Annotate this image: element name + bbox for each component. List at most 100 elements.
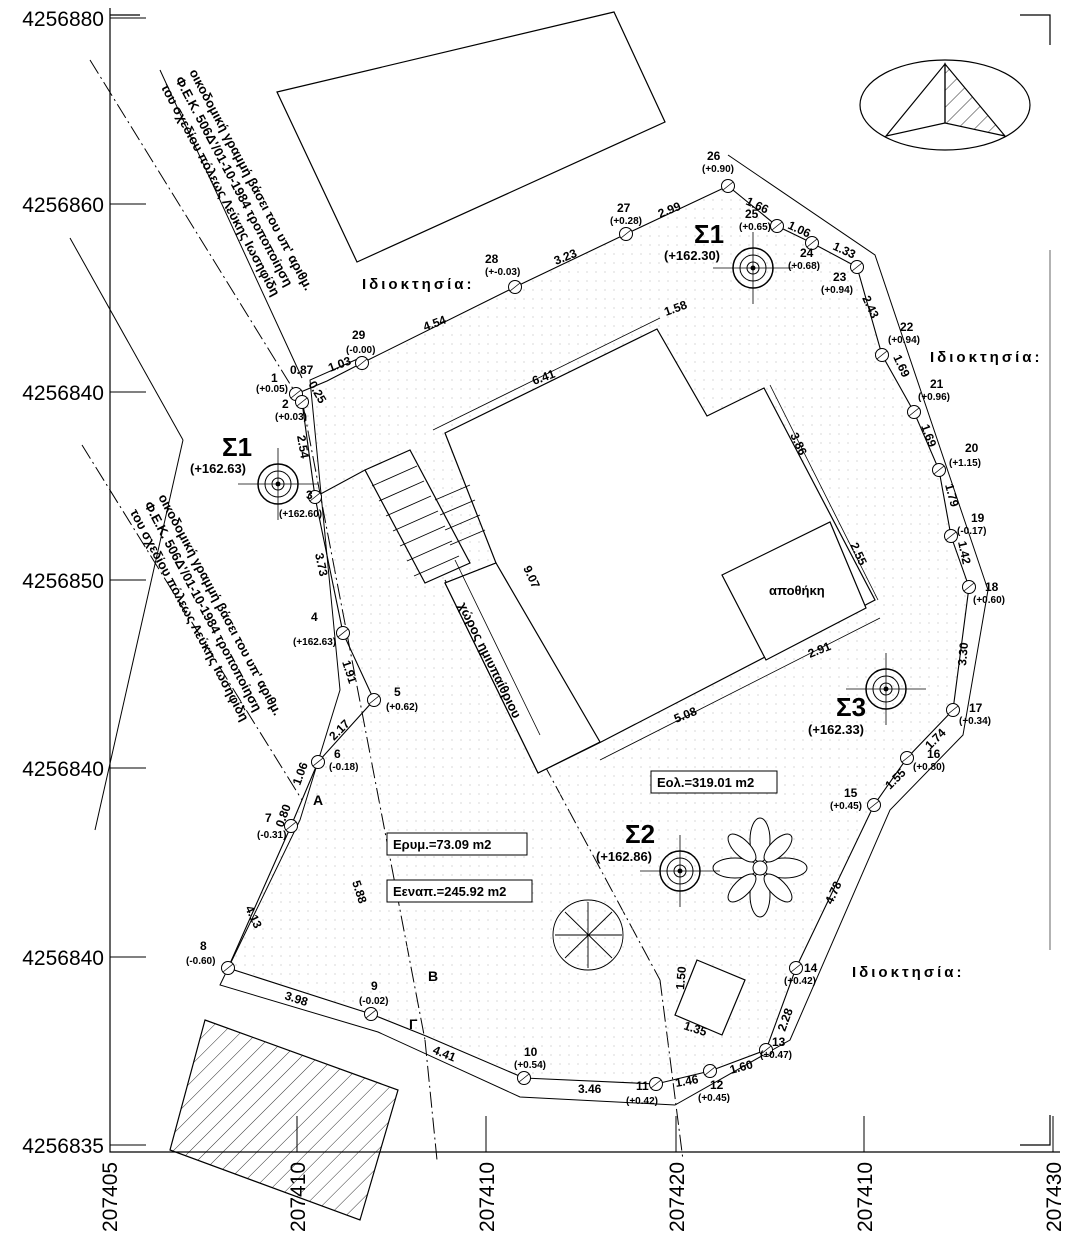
benchmark-name: Σ2: [625, 819, 655, 849]
x-axis-label: 207430: [1043, 1162, 1066, 1232]
dimension-label: 3.98: [283, 989, 310, 1010]
survey-point-elev: (+0.94): [888, 335, 920, 346]
survey-point-id: 11: [636, 1079, 649, 1093]
survey-point: 24(+0.68): [788, 236, 820, 272]
tree-icon: [552, 899, 624, 971]
semi-open-space: [444, 562, 601, 774]
survey-point-elev: (+0.42): [784, 976, 816, 987]
survey-point-id: 17: [969, 701, 983, 715]
dimension-label: 1.91: [339, 659, 360, 686]
survey-point-id: 1: [271, 371, 278, 385]
neighbour-building-bottom: [169, 1019, 399, 1221]
survey-point: 2(+0.03): [275, 395, 309, 423]
y-axis-label: 4256850: [22, 570, 104, 593]
survey-point: 22(+0.94): [875, 320, 920, 362]
y-axis-label: 4256860: [22, 194, 104, 217]
x-axis-label: 207405: [99, 1162, 122, 1232]
benchmark-name: Σ1: [222, 432, 252, 462]
benchmark-icon: [713, 232, 793, 304]
survey-point-id: 24: [800, 246, 814, 260]
dimension-label: 2.54: [294, 434, 312, 460]
survey-point-elev: (+0.96): [918, 392, 950, 403]
survey-point: 19(-0.17): [944, 511, 986, 543]
dimension-label: 1.42: [955, 540, 974, 566]
survey-point-elev: (+0.47): [760, 1050, 792, 1061]
survey-point: 21(+0.96): [907, 377, 950, 419]
storage-room: [721, 521, 867, 661]
area-setback-label: Ερυμ.=73.09 m2: [393, 837, 491, 852]
survey-point: 9 (-0.02): [359, 979, 388, 1021]
survey-point: 20(+1.15): [932, 441, 981, 477]
benchmark-symbols: [238, 232, 926, 907]
survey-point-elev: (+1.15): [949, 458, 981, 469]
benchmark-icon: [640, 835, 720, 907]
survey-point-elev: (+162.63): [293, 637, 336, 648]
neighbour-building-top: [276, 11, 666, 263]
survey-point-elev: (-0.02): [359, 996, 388, 1007]
flower-icon: [712, 817, 808, 918]
survey-point-elev: (+0.65): [739, 222, 771, 233]
survey-point-elev: (-0.17): [957, 526, 986, 537]
survey-point-id: 8: [200, 939, 207, 953]
ownership-label: Ιδιοκτησία:: [930, 349, 1042, 366]
survey-point: 29(-0.00): [346, 328, 375, 370]
benchmark-name: Σ3: [836, 692, 866, 722]
benchmark-elev: (+162.33): [808, 722, 864, 737]
survey-point-id: 12: [710, 1078, 724, 1092]
corner-letters: A B Γ: [313, 792, 438, 1032]
survey-point-elev: (+0.45): [698, 1093, 730, 1104]
survey-point-elev: (+0.03): [275, 412, 307, 423]
survey-point-id: 6: [334, 747, 341, 761]
y-axis-label: 4256840: [22, 758, 104, 781]
survey-point-id: 23: [833, 270, 847, 284]
survey-point-elev: (-0.60): [186, 956, 215, 967]
survey-point-elev: (+0.42): [626, 1096, 658, 1107]
building-line-text: Φ.Ε.Κ. 506Δ'/01-10-1984 τροποποίηση: [172, 74, 296, 289]
survey-point: 13(+0.47): [759, 1035, 792, 1061]
dimension-label: 1.35: [682, 1019, 709, 1040]
storage-label: αποθήκη: [769, 583, 825, 598]
survey-point-elev: (-0.00): [346, 345, 375, 356]
building-line-annotation-bottom: οικοδομική γραμμή βάσει του υπ' αριθμ. Φ…: [127, 491, 285, 723]
x-axis-label: 207420: [666, 1162, 689, 1232]
survey-point-elev: (+0.80): [913, 762, 945, 773]
benchmark-name: Σ1: [694, 219, 724, 249]
survey-point-id: 3: [306, 488, 313, 502]
survey-point-elev: (+-0.03): [485, 267, 520, 278]
survey-point-id: 25: [745, 207, 759, 221]
survey-point-elev: (+0.60): [973, 595, 1005, 606]
survey-point-id: 7: [265, 811, 272, 825]
survey-point: 14(+0.42): [784, 961, 818, 987]
dimension-label: 3.73: [312, 552, 331, 578]
y-axis-label: 4256835: [22, 1135, 104, 1158]
survey-point: 12(+0.45): [698, 1064, 730, 1104]
area-setback-box: Ερυμ.=73.09 m2: [386, 832, 528, 856]
dimension-label: 1.50: [673, 965, 689, 990]
survey-point-id: 13: [772, 1035, 786, 1049]
survey-point: 28(+-0.03): [485, 252, 522, 294]
dimension-label: 1.60: [728, 1057, 754, 1077]
benchmark-icon: [238, 448, 318, 520]
survey-point-elev: (+0.68): [788, 261, 820, 272]
survey-point-elev: (+0.90): [702, 164, 734, 175]
survey-point-id: 16: [927, 747, 941, 761]
drawing-frame: [109, 8, 1060, 1153]
survey-point-id: 22: [900, 320, 914, 334]
survey-point: 16(+0.80): [900, 747, 945, 773]
survey-point: 27(+0.28): [610, 201, 642, 241]
survey-point-elev: (+0.34): [959, 716, 991, 727]
area-remaining-label: Εεναπ.=245.92 m2: [393, 884, 506, 899]
ownership-labels: Ιδιοκτησία: Ιδιοκτησία: Ιδιοκτησία:: [362, 276, 1042, 981]
y-axis-label: 4256840: [22, 382, 104, 405]
survey-point-id: 9: [371, 979, 378, 993]
survey-point-elev: (+0.54): [514, 1060, 546, 1071]
survey-point: 3(+162.60): [279, 488, 322, 520]
outer-boundary: [219, 154, 989, 1106]
survey-point: 5(+0.62): [367, 685, 418, 713]
survey-point: 23(+0.94): [821, 260, 864, 296]
survey-points: 1(+0.05)2(+0.03)3(+162.60)4(+162.63)5(+0…: [186, 149, 1005, 1107]
dimension-labels: 0.87 0.25 1.03 4.54 3.23 2.99 1.66 1.06 …: [242, 194, 973, 1096]
dimension-label: 1.06: [290, 760, 311, 787]
main-building: [314, 317, 881, 774]
